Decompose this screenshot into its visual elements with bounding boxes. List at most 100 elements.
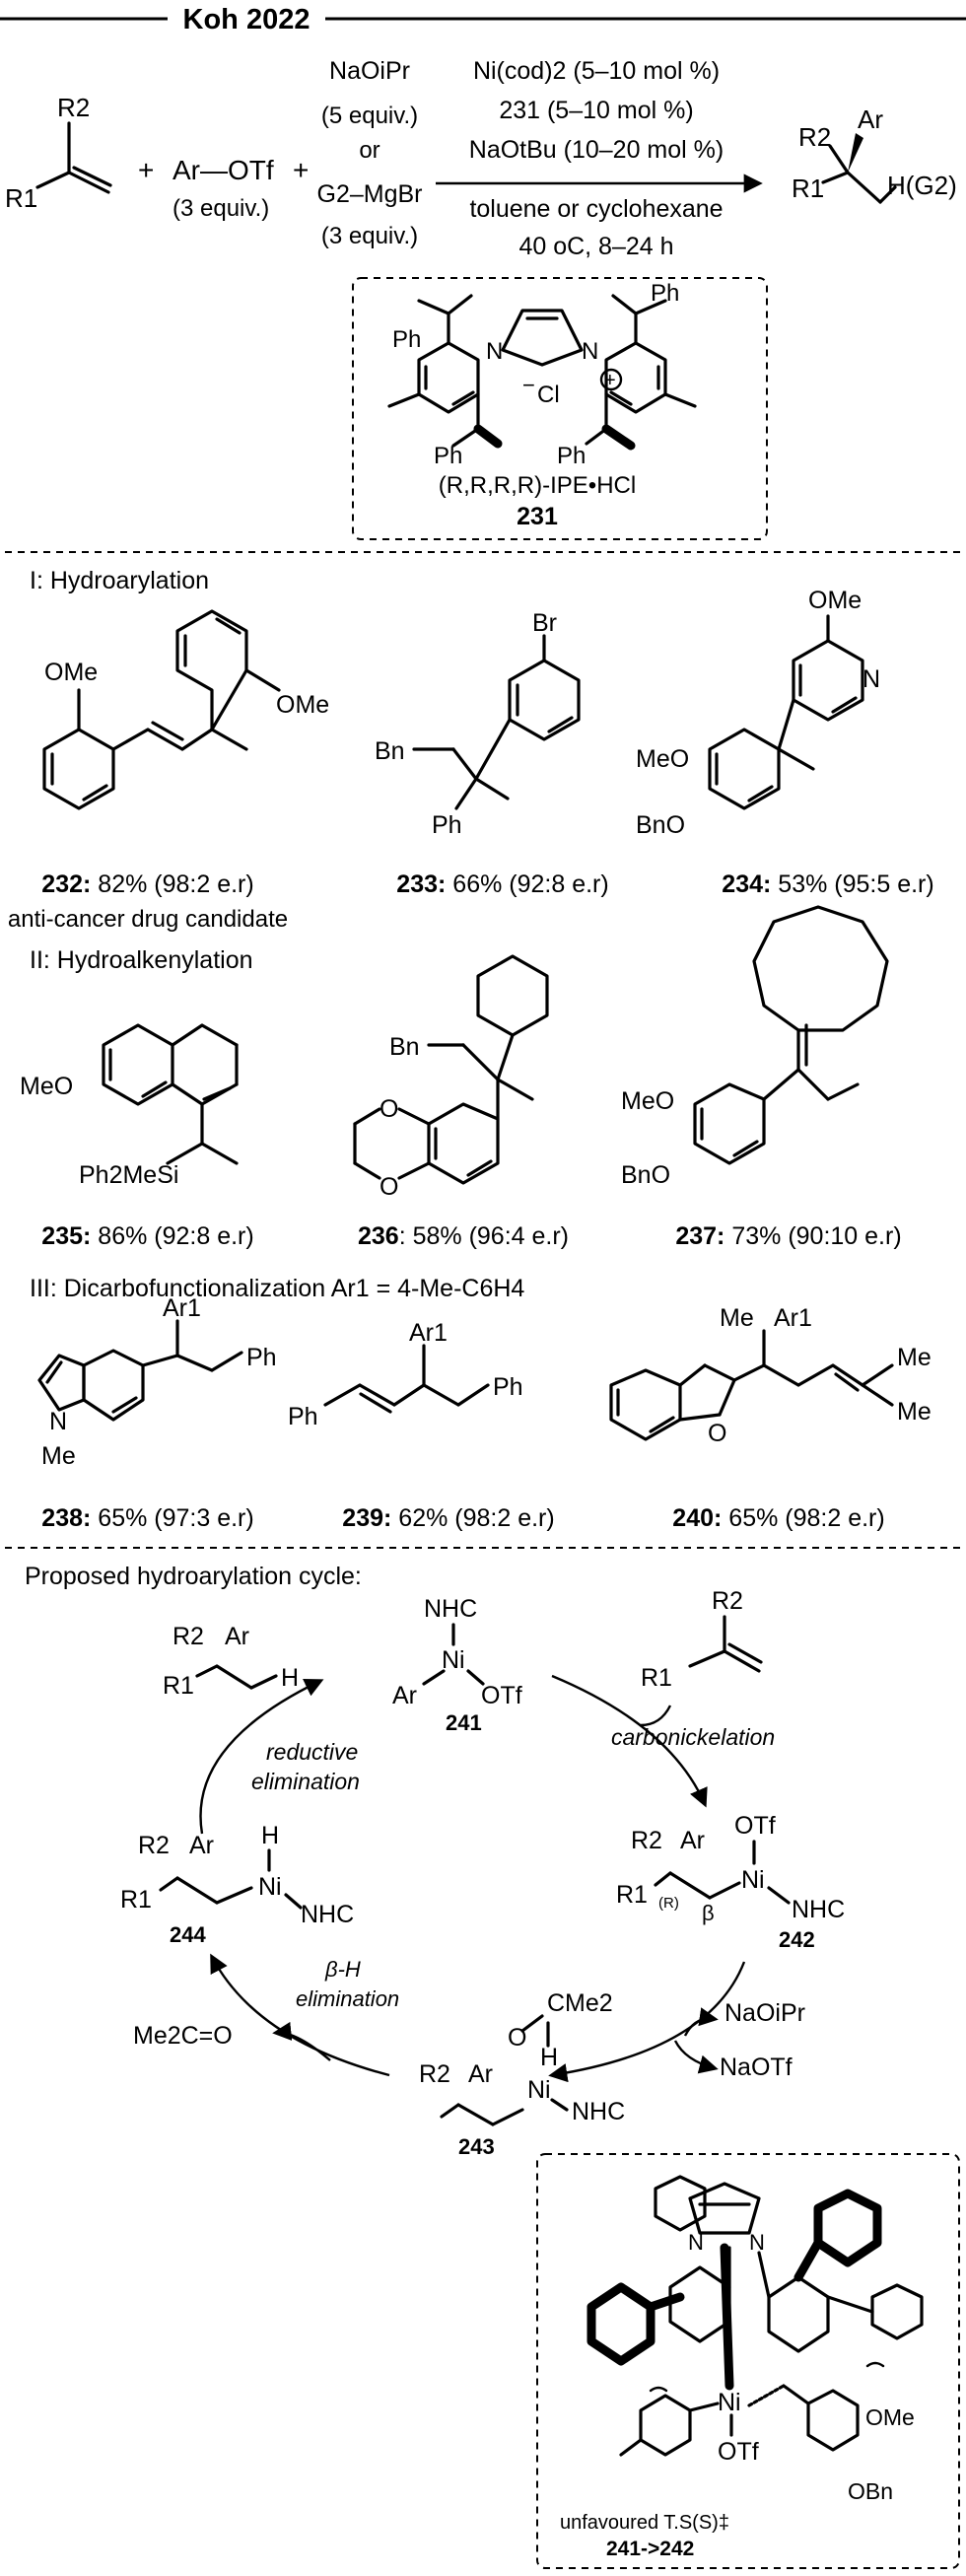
- ligand-ph-1: Ph: [392, 326, 421, 353]
- s242-r1: R1: [616, 1881, 648, 1909]
- beta-h-label: β-H: [324, 1957, 361, 1982]
- compound-232: OMe OMe 232: 82% (98:2 e.r) anti-cancer …: [8, 609, 329, 933]
- naotf-label: NaOTf: [720, 2054, 793, 2081]
- c237-bno: BnO: [621, 1161, 670, 1189]
- elimination-label: elimination: [251, 1769, 360, 1794]
- condition-temperature: 40 oC, 8–24 h: [518, 233, 673, 260]
- cycle-alkene-r1: R1: [641, 1664, 672, 1692]
- c240-me-top: Me: [897, 1344, 932, 1371]
- acetone-exit-arrow: [272, 2021, 331, 2061]
- compound-235: MeO Ph2MeSi 235: 86% (92:8 e.r): [20, 1023, 254, 1250]
- s244-number: 244: [170, 1922, 206, 1947]
- reductive-label: reductive: [266, 1739, 358, 1765]
- c238-ph: Ph: [246, 1344, 277, 1371]
- c238-n: N: [49, 1408, 67, 1435]
- species-243: R2 Ar O CMe2 H Ni NHC 243: [419, 1989, 625, 2159]
- carbonickelation-label: carbonickelation: [611, 1724, 775, 1750]
- compound-239: Ph Ar1 Ph 239: 62% (98:2 e.r): [288, 1319, 555, 1532]
- compound-237: MeO BnO 237: 73% (90:10 e.r): [621, 905, 902, 1250]
- product-r2: R2: [798, 122, 831, 152]
- ligand-ph-4: Ph: [557, 443, 586, 469]
- top-prod-ar: Ar: [225, 1623, 249, 1650]
- c232-number: 232: 82% (98:2 e.r): [41, 870, 253, 898]
- s241-ar: Ar: [392, 1682, 417, 1709]
- cycle-arrow-beta-h: [210, 1953, 390, 2077]
- s241-number: 241: [446, 1710, 482, 1735]
- section-hydroarylation: I: Hydroarylation: [30, 567, 209, 594]
- c235-silyl: Ph2MeSi: [79, 1161, 178, 1189]
- ts-n-right: N: [749, 2230, 765, 2255]
- reagent-a-equiv: (5 equiv.): [321, 103, 418, 129]
- ligand-ph-2: Ph: [434, 443, 462, 469]
- ligand-ph-3: Ph: [651, 280, 679, 307]
- c239-ph-left: Ph: [288, 1403, 318, 1430]
- c236-o-top: O: [380, 1095, 398, 1123]
- species-241: NHC Ni Ar OTf 241: [392, 1595, 522, 1735]
- compound-233: Br Bn Ph 233: 66% (92:8 e.r): [375, 609, 609, 898]
- c240-me: Me: [720, 1304, 754, 1332]
- ligand-chloride: Cl: [537, 382, 560, 408]
- c238-ar: Ar1: [163, 1294, 201, 1322]
- beta-h-elimination-label: elimination: [296, 1986, 399, 2011]
- s242-number: 242: [779, 1927, 815, 1952]
- compound-238: Ar1 Ph N Me 238: 65% (97:3 e.r): [37, 1294, 277, 1532]
- ligand-231: N N − Cl + Ph Ph Ph Ph (R,R,R,R)-IPE•HCl…: [352, 277, 768, 540]
- s244-r2: R2: [138, 1832, 170, 1859]
- c239-ar: Ar1: [409, 1319, 448, 1347]
- reagent-b: G2–MgBr: [317, 180, 423, 208]
- s241-ni: Ni: [442, 1646, 465, 1674]
- s242-nhc: NHC: [792, 1896, 845, 1923]
- ligand-name: (R,R,R,R)-IPE•HCl: [439, 472, 636, 499]
- c236-o-bottom: O: [380, 1173, 398, 1201]
- product-structure: R2 Ar R1 H(G2): [792, 104, 957, 204]
- ts-ni: Ni: [718, 2389, 741, 2416]
- c238-me: Me: [41, 1442, 76, 1470]
- ligand-n-right: N: [582, 338, 598, 365]
- ligand-chloride-minus: −: [522, 373, 535, 397]
- aryl-triflate: Ar—OTf: [172, 155, 274, 185]
- plus-sign-1: +: [138, 155, 154, 185]
- cycle-top-product: R2 Ar R1 H: [163, 1623, 299, 1700]
- product-h-g2: H(G2): [887, 171, 957, 200]
- aryl-triflate-equiv: (3 equiv.): [172, 195, 269, 222]
- c235-number: 235: 86% (92:8 e.r): [41, 1222, 253, 1250]
- c238-number: 238: 65% (97:3 e.r): [41, 1504, 253, 1532]
- c233-ph: Ph: [432, 811, 462, 839]
- cycle-arrow-carbonickelation: [551, 1674, 708, 1808]
- s244-h: H: [261, 1822, 279, 1849]
- s242-otf: OTf: [734, 1812, 776, 1840]
- s243-nhc: NHC: [572, 2098, 625, 2125]
- ts-otf: OTf: [718, 2438, 759, 2466]
- top-prod-h: H: [281, 1664, 299, 1692]
- c234-bno: BnO: [636, 811, 685, 839]
- condition-ligand: 231 (5–10 mol %): [499, 97, 693, 124]
- s243-cme2: CMe2: [547, 1989, 613, 2017]
- c237-number: 237: 73% (90:10 e.r): [675, 1222, 901, 1250]
- s242-stereo: (R): [658, 1895, 679, 1912]
- header: Koh 2022: [0, 4, 966, 35]
- naoipr-entry-arrow: [683, 2007, 719, 2037]
- c232-note: anti-cancer drug candidate: [8, 906, 288, 933]
- condition-solvent: toluene or cyclohexane: [469, 195, 723, 223]
- c239-ph-right: Ph: [493, 1373, 523, 1401]
- s242-ni: Ni: [741, 1866, 765, 1894]
- ts-obn: OBn: [848, 2478, 893, 2504]
- c234-number: 234: 53% (95:5 e.r): [722, 870, 933, 898]
- c240-o: O: [708, 1420, 726, 1447]
- cycle-arrow-naoipr: [548, 1961, 746, 2083]
- section-hydroalkenylation: II: Hydroalkenylation: [30, 946, 253, 974]
- s243-r2: R2: [419, 2060, 450, 2088]
- ligand-plus: +: [604, 370, 616, 391]
- s242-beta: β: [702, 1901, 715, 1925]
- acetone-label: Me2C=O: [133, 2022, 233, 2050]
- product-r1: R1: [792, 174, 824, 203]
- c233-br: Br: [532, 609, 557, 637]
- header-title: Koh 2022: [183, 4, 310, 35]
- c233-bn: Bn: [375, 737, 405, 765]
- c232-ome-right: OMe: [276, 691, 329, 719]
- s243-h: H: [540, 2044, 558, 2071]
- s241-nhc: NHC: [424, 1595, 477, 1623]
- alkene-entry-arrow: [640, 1705, 672, 1727]
- species-244: R2 Ar H Ni NHC R1 244: [120, 1822, 354, 1947]
- c240-me-bottom: Me: [897, 1398, 932, 1426]
